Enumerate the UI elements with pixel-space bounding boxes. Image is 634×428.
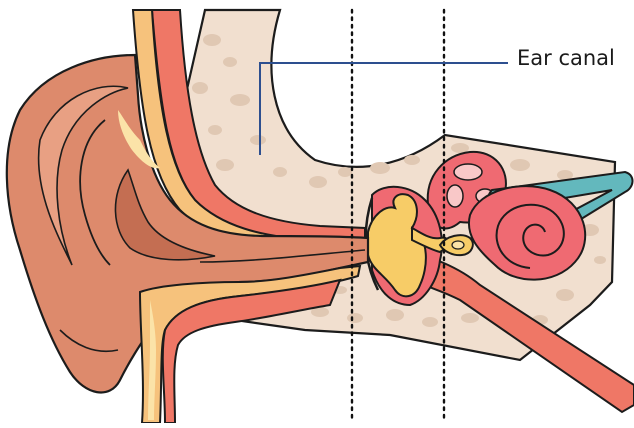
ear-canal-label: Ear canal [517, 48, 615, 69]
